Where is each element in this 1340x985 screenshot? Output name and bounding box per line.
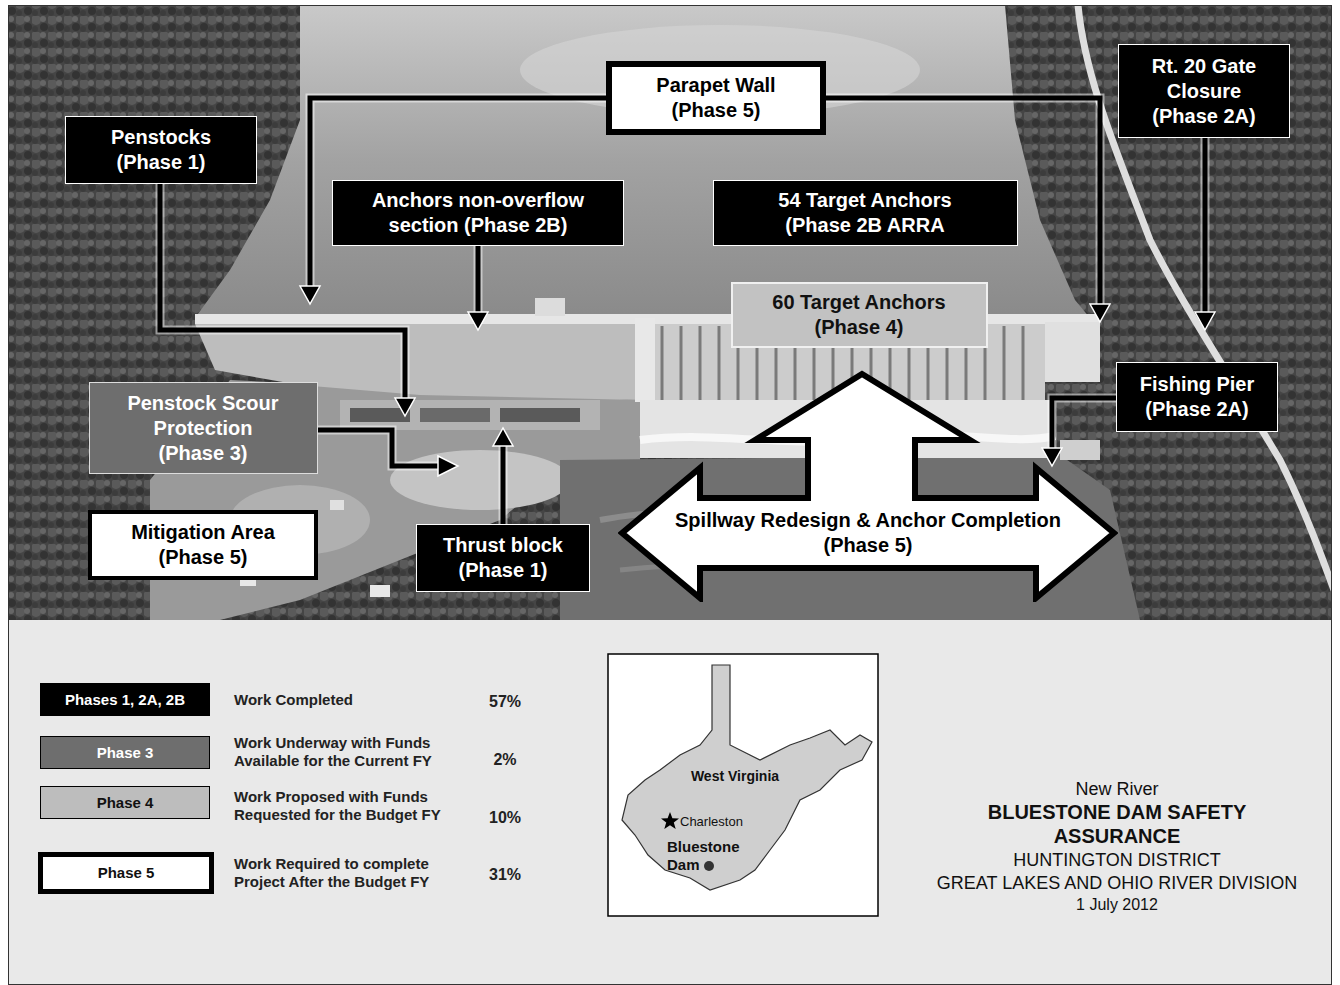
node-label: Penstock Scour Protection (Phase 3) [122,391,284,466]
node-label: Mitigation Area (Phase 5) [108,520,298,570]
lower-panel [8,620,1332,985]
percent-value: 10% [470,808,540,827]
district-name: HUNTINGTON DISTRICT [917,849,1317,871]
callout-box: 60 Target Anchors (Phase 4) [731,282,988,348]
spillway-pier [1003,326,1006,400]
leader-arrowhead [438,456,458,476]
aerial-photo-part [330,500,344,510]
aerial-photo [8,5,1332,620]
locator-map-part [622,665,872,890]
aerial-photo-part [195,5,1090,318]
aerial-photo-part [1045,322,1100,382]
callout-box: Thrust block (Phase 1) [416,524,590,592]
frame [9,6,1332,985]
city-name: Charleston [680,814,770,830]
spillway-pier [699,326,702,400]
leader-halo [499,446,508,524]
callout-box: 54 Target Anchors (Phase 2B ARRA [713,180,1018,246]
river-name: New River [917,778,1317,800]
node-label: 54 Target Anchors (Phase 2B ARRA [750,188,980,238]
arrow-shape [618,368,1118,602]
aerial-photo-part [1060,440,1100,460]
node-label: Penstocks (Phase 1) [86,125,236,175]
leader-line [1052,398,1116,448]
callout-box: Penstock Scour Protection (Phase 3) [89,382,318,474]
locator-map-part [661,812,679,829]
spillway-pier [1022,326,1025,400]
leader-halo [318,430,438,466]
aerial-photo-part [390,450,570,510]
aerial-photo-part [370,585,390,597]
spillway-arrow: Spillway Redesign & Anchor Completion (P… [618,368,1118,602]
node-label: Parapet Wall (Phase 5) [634,73,799,123]
title: BLUESTONE DAM SAFETY ASSURANCE [957,800,1277,848]
node-label: Anchors non-overflow section (Phase 2B) [343,188,613,238]
aerial-photo-part [8,5,1332,620]
legend-text: Work Underway with Funds Available for t… [234,734,474,770]
locator-map-part [608,654,878,916]
aerial-photo-part [535,298,565,316]
swatch-label: Phase 4 [40,794,210,812]
leader-halo [474,246,483,312]
node-label: 60 Target Anchors (Phase 4) [749,290,969,340]
locator-map-part [704,861,714,871]
leader-arrowhead [1195,312,1215,330]
spillway-pier [661,326,664,400]
date: 1 July 2012 [917,895,1317,914]
callout-box: Mitigation Area (Phase 5) [88,510,318,580]
leader-line [318,430,438,466]
division-name: GREAT LAKES AND OHIO RIVER DIVISION [897,872,1337,894]
node-label: Spillway Redesign & Anchor Completion (P… [663,508,1073,558]
leader-line [476,246,481,312]
leader-arrowhead [1090,304,1110,322]
legend-text: Work Required to complete Project After … [234,855,474,891]
callout-box: Rt. 20 Gate Closure (Phase 2A) [1118,44,1290,138]
legend-text: Work Proposed with Funds Requested for t… [234,788,474,824]
callout-box: Parapet Wall (Phase 5) [606,61,826,135]
leader-halo [1201,138,1210,312]
state-name: West Virginia [670,768,800,785]
percent-value: 2% [470,750,540,769]
legend-text: Work Completed [234,691,474,709]
arrow-outline [622,374,1114,598]
percent-value: 31% [470,865,540,884]
leader-line [1203,138,1208,312]
swatch-label: Phase 5 [38,864,214,882]
locator-map [608,654,878,916]
leader-arrowhead [493,428,513,446]
node-label: Fishing Pier (Phase 2A) [1127,372,1267,422]
leader-halo [1052,398,1116,448]
spillway-pier [718,326,721,400]
leader-arrowhead [395,398,415,416]
spillway-pier [680,326,683,400]
callout-box: Anchors non-overflow section (Phase 2B) [332,180,624,246]
aerial-photo-part [500,408,580,422]
callout-box: Penstocks (Phase 1) [65,116,257,184]
swatch-label: Phases 1, 2A, 2B [40,691,210,709]
leader-arrowhead [468,312,488,330]
dam-location: Bluestone Dam [667,838,752,874]
callout-box: Fishing Pier (Phase 2A) [1116,362,1278,432]
leader-line [501,446,506,524]
node-label: Thrust block (Phase 1) [428,533,578,583]
aerial-photo-part [635,318,655,402]
leader-arrowhead [1042,448,1062,466]
percent-value: 57% [470,692,540,711]
aerial-photo-part [420,408,490,422]
node-label: Rt. 20 Gate Closure (Phase 2A) [1140,54,1268,129]
leader-arrowhead [300,286,320,304]
swatch-label: Phase 3 [40,744,210,762]
